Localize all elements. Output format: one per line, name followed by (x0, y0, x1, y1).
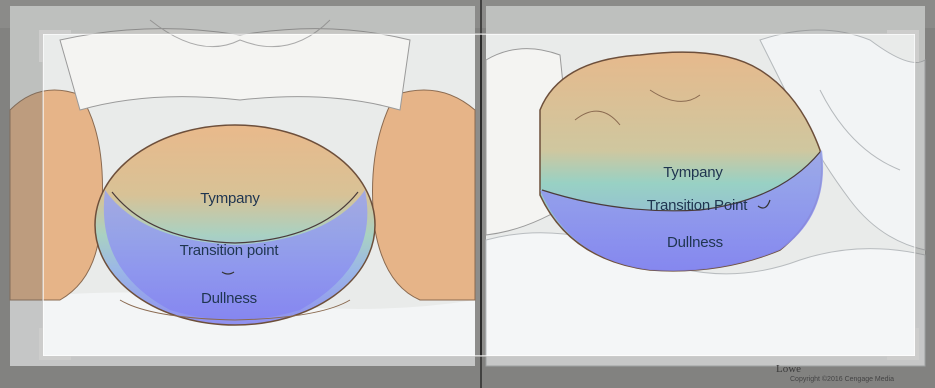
panel-supine: Tympany Transition point Dullness (10, 6, 475, 366)
panel-lateral: Tympany Transition Point Dullness (486, 6, 925, 366)
label-dullness-lateral: Dullness (667, 234, 723, 251)
label-transition-lateral: Transition Point (647, 197, 748, 214)
label-tympany-supine: Tympany (200, 190, 260, 207)
label-transition-supine: Transition point (180, 242, 280, 259)
label-dullness-supine: Dullness (201, 290, 257, 307)
watermark-brand: Lowe (776, 363, 801, 375)
label-tympany-lateral: Tympany (663, 164, 723, 181)
watermark-copyright: Copyright ©2016 Cengage Media (790, 375, 894, 383)
